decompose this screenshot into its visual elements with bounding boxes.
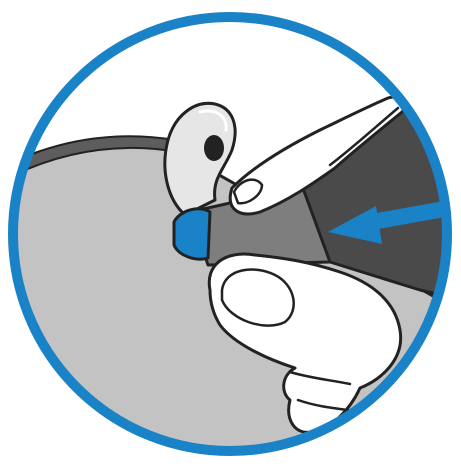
earpiece-opening — [204, 135, 224, 161]
blue-band — [174, 209, 210, 259]
scene — [0, 97, 461, 468]
